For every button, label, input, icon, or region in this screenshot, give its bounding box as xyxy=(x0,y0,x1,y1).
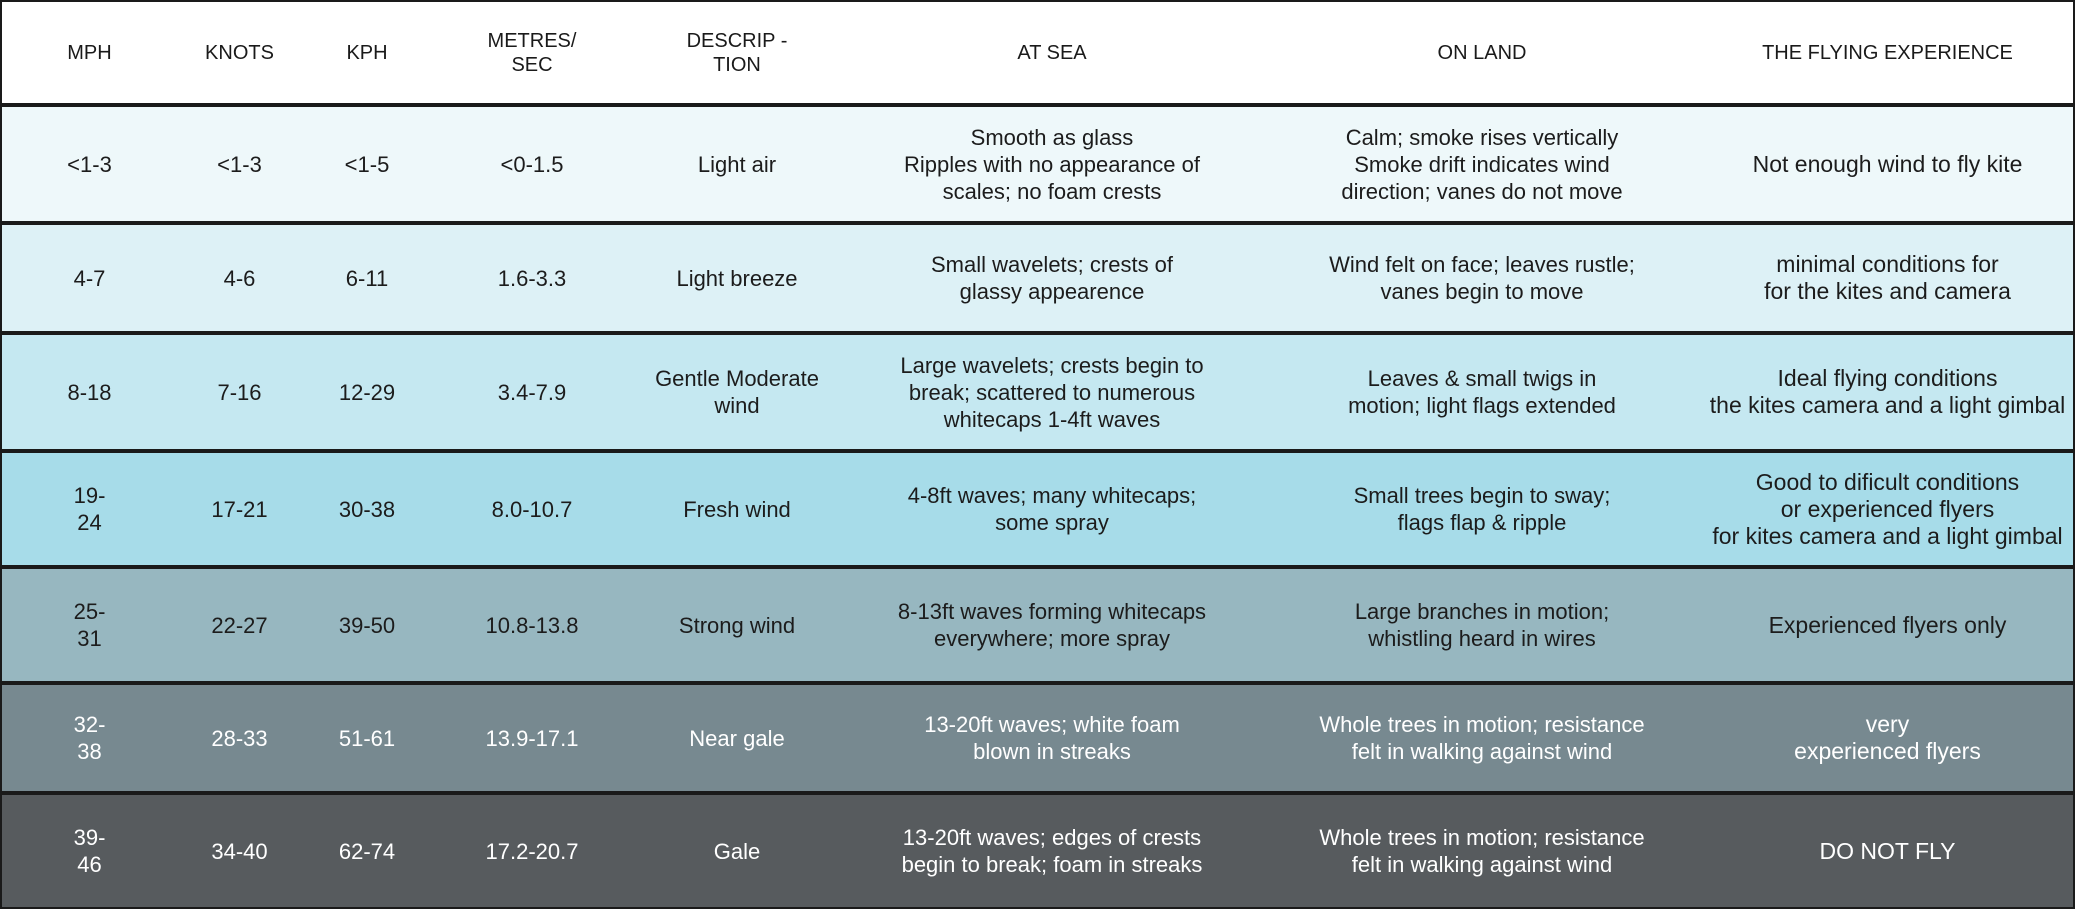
header-on-land: ON LAND xyxy=(1437,41,1527,64)
flying-text: Ideal flying conditions the kites camera… xyxy=(1709,365,2066,418)
table-row: 39- 46 34-40 62-74 17.2-20.7 Gale 13-20f… xyxy=(2,795,2073,907)
cell-on-land: Leaves & small twigs in motion; light fl… xyxy=(1348,366,1616,418)
cell-at-sea: 13-20ft waves; edges of crests begin to … xyxy=(901,825,1203,877)
cell-metres-per-sec: 1.6-3.3 xyxy=(497,265,567,291)
cell-kph: 62-74 xyxy=(338,838,396,864)
cell-knots: 34-40 xyxy=(211,838,268,864)
cell-mph: 32- 38 xyxy=(73,712,106,764)
cell-description: Fresh wind xyxy=(683,496,791,522)
cell-on-land: Whole trees in motion; resistance felt i… xyxy=(1319,825,1645,877)
cell-knots: 17-21 xyxy=(211,496,268,522)
table-row: 32- 38 28-33 51-61 13.9-17.1 Near gale 1… xyxy=(2,685,2073,795)
table-row: 25- 31 22-27 39-50 10.8-13.8 Strong wind… xyxy=(2,569,2073,685)
cell-knots: 7-16 xyxy=(217,379,262,405)
cell-description: Gentle Moderate wind xyxy=(655,366,819,418)
cell-kph: <1-5 xyxy=(344,151,390,177)
table-row: <1-3 <1-3 <1-5 <0-1.5 Light air Smooth a… xyxy=(2,107,2073,225)
cell-description: Light breeze xyxy=(676,265,798,291)
header-description: DESCRIP - TION xyxy=(686,29,788,76)
cell-mph: 19- 24 xyxy=(73,483,106,535)
table-row: 8-18 7-16 12-29 3.4-7.9 Gentle Moderate … xyxy=(2,335,2073,453)
cell-flying-experience: minimal conditions for for the kites and… xyxy=(1702,225,2073,331)
cell-metres-per-sec: 13.9-17.1 xyxy=(485,725,579,751)
cell-at-sea: Smooth as glass Ripples with no appearan… xyxy=(904,124,1200,204)
cell-description: Strong wind xyxy=(678,612,796,638)
header-metres-per-sec: METRES/ SEC xyxy=(487,29,577,76)
flying-text: Good to dificult conditions or experienc… xyxy=(1712,468,2063,549)
flying-text: Experienced flyers only xyxy=(1768,611,2007,638)
cell-on-land: Whole trees in motion; resistance felt i… xyxy=(1319,712,1645,764)
cell-knots: 4-6 xyxy=(223,265,256,291)
flying-text: minimal conditions for for the kites and… xyxy=(1764,251,2011,304)
cell-mph: 8-18 xyxy=(67,379,112,405)
cell-metres-per-sec: 3.4-7.9 xyxy=(497,379,567,405)
cell-mph: 39- 46 xyxy=(73,825,106,877)
cell-description: Light air xyxy=(697,151,777,177)
header-kph: KPH xyxy=(346,41,388,64)
cell-flying-experience: Not enough wind to fly kite xyxy=(1702,107,2073,221)
cell-metres-per-sec: <0-1.5 xyxy=(500,151,564,177)
cell-at-sea: 8-13ft waves forming whitecaps everywher… xyxy=(897,599,1207,651)
cell-knots: 22-27 xyxy=(211,612,268,638)
cell-flying-experience: Ideal flying conditions the kites camera… xyxy=(1702,335,2073,449)
cell-on-land: Small trees begin to sway; flags flap & … xyxy=(1353,483,1611,535)
cell-on-land: Wind felt on face; leaves rustle; vanes … xyxy=(1329,252,1635,304)
flying-text: Not enough wind to fly kite xyxy=(1752,150,2023,177)
cell-on-land: Large branches in motion; whistling hear… xyxy=(1354,599,1610,651)
cell-at-sea: Large wavelets; crests begin to break; s… xyxy=(900,352,1204,432)
cell-at-sea: 4-8ft waves; many whitecaps; some spray xyxy=(907,483,1197,535)
cell-on-land: Calm; smoke rises vertically Smoke drift… xyxy=(1341,124,1623,204)
header-knots: KNOTS xyxy=(205,41,274,64)
cell-mph: <1-3 xyxy=(67,151,112,177)
cell-flying-experience: Good to dificult conditions or experienc… xyxy=(1702,453,2073,565)
cell-at-sea: Small wavelets; crests of glassy appeare… xyxy=(930,252,1174,304)
table-row: 4-7 4-6 6-11 1.6-3.3 Light breeze Small … xyxy=(2,225,2073,335)
cell-metres-per-sec: 8.0-10.7 xyxy=(491,496,573,522)
cell-flying-experience: DO NOT FLY xyxy=(1702,795,2073,907)
cell-knots: 28-33 xyxy=(211,725,268,751)
cell-description: Gale xyxy=(713,838,761,864)
cell-metres-per-sec: 17.2-20.7 xyxy=(485,838,579,864)
header-flying-experience: THE FLYING EXPERIENCE xyxy=(1762,41,2013,64)
flying-text: very experienced flyers xyxy=(1794,711,1981,764)
cell-flying-experience: Experienced flyers only xyxy=(1702,569,2073,681)
table-row: 19- 24 17-21 30-38 8.0-10.7 Fresh wind 4… xyxy=(2,453,2073,569)
header-at-sea: AT SEA xyxy=(1017,41,1087,64)
flying-text: DO NOT FLY xyxy=(1819,837,1956,864)
cell-kph: 39-50 xyxy=(338,612,396,638)
cell-description: Near gale xyxy=(689,725,785,751)
header-mph: MPH xyxy=(67,41,112,64)
cell-kph: 6-11 xyxy=(345,265,389,291)
cell-mph: 4-7 xyxy=(73,265,106,291)
table-header: MPH KNOTS KPH METRES/ SEC DESCRIP - TION… xyxy=(2,2,2073,107)
cell-mph: 25- 31 xyxy=(73,599,106,651)
cell-kph: 51-61 xyxy=(338,725,396,751)
cell-kph: 12-29 xyxy=(338,379,396,405)
cell-kph: 30-38 xyxy=(338,496,396,522)
cell-knots: <1-3 xyxy=(217,151,262,177)
cell-at-sea: 13-20ft waves; white foam blown in strea… xyxy=(924,712,1180,764)
cell-metres-per-sec: 10.8-13.8 xyxy=(485,612,579,638)
cell-flying-experience: very experienced flyers xyxy=(1702,685,2073,791)
